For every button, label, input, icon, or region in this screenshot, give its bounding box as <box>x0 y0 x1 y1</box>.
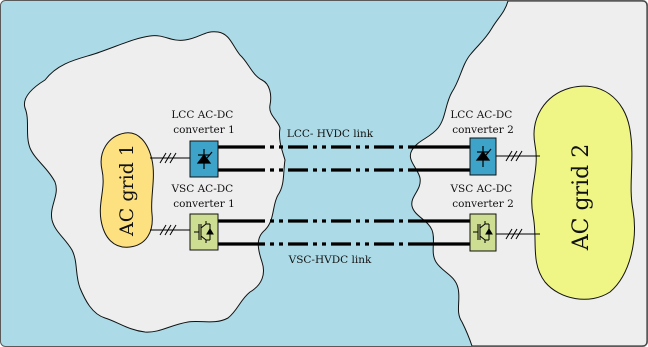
lcc-hvdc-link-label: LCC- HVDC link <box>287 128 374 140</box>
lcc-converter-2 <box>469 137 497 176</box>
thyristor-icon <box>196 149 213 169</box>
hatch-lcc-right <box>505 150 523 162</box>
lcc-hvdc-link <box>218 145 470 172</box>
left-landmass <box>23 31 286 333</box>
hatch-vsc-right <box>505 228 523 240</box>
igbt-icon <box>194 221 214 243</box>
vsc-converter-1 <box>189 213 219 251</box>
vsc-hvdc-link-label: VSC-HVDC link <box>288 254 372 266</box>
vsc-converter-2 <box>469 213 497 252</box>
igbt-icon <box>473 221 493 243</box>
lcc-converter-1 <box>189 140 219 178</box>
lcc-converter-2-label: LCC AC-DC converter 2 <box>450 109 515 136</box>
hatch-vsc-left <box>159 224 177 236</box>
ac-grid-1-area <box>99 132 154 248</box>
thyristor-icon <box>475 146 492 167</box>
vsc-converter-1-label: VSC AC-DC converter 1 <box>170 183 236 210</box>
ac-grid-1-label: AC grid 1 <box>116 144 138 237</box>
lcc-converter-1-label: LCC AC-DC converter 1 <box>171 109 236 136</box>
hatch-lcc-left <box>159 152 177 164</box>
ac-grid-2-label: AC grid 2 <box>569 144 594 251</box>
vsc-hvdc-link <box>218 219 470 246</box>
vsc-converter-2-label: VSC AC-DC converter 2 <box>449 183 515 210</box>
